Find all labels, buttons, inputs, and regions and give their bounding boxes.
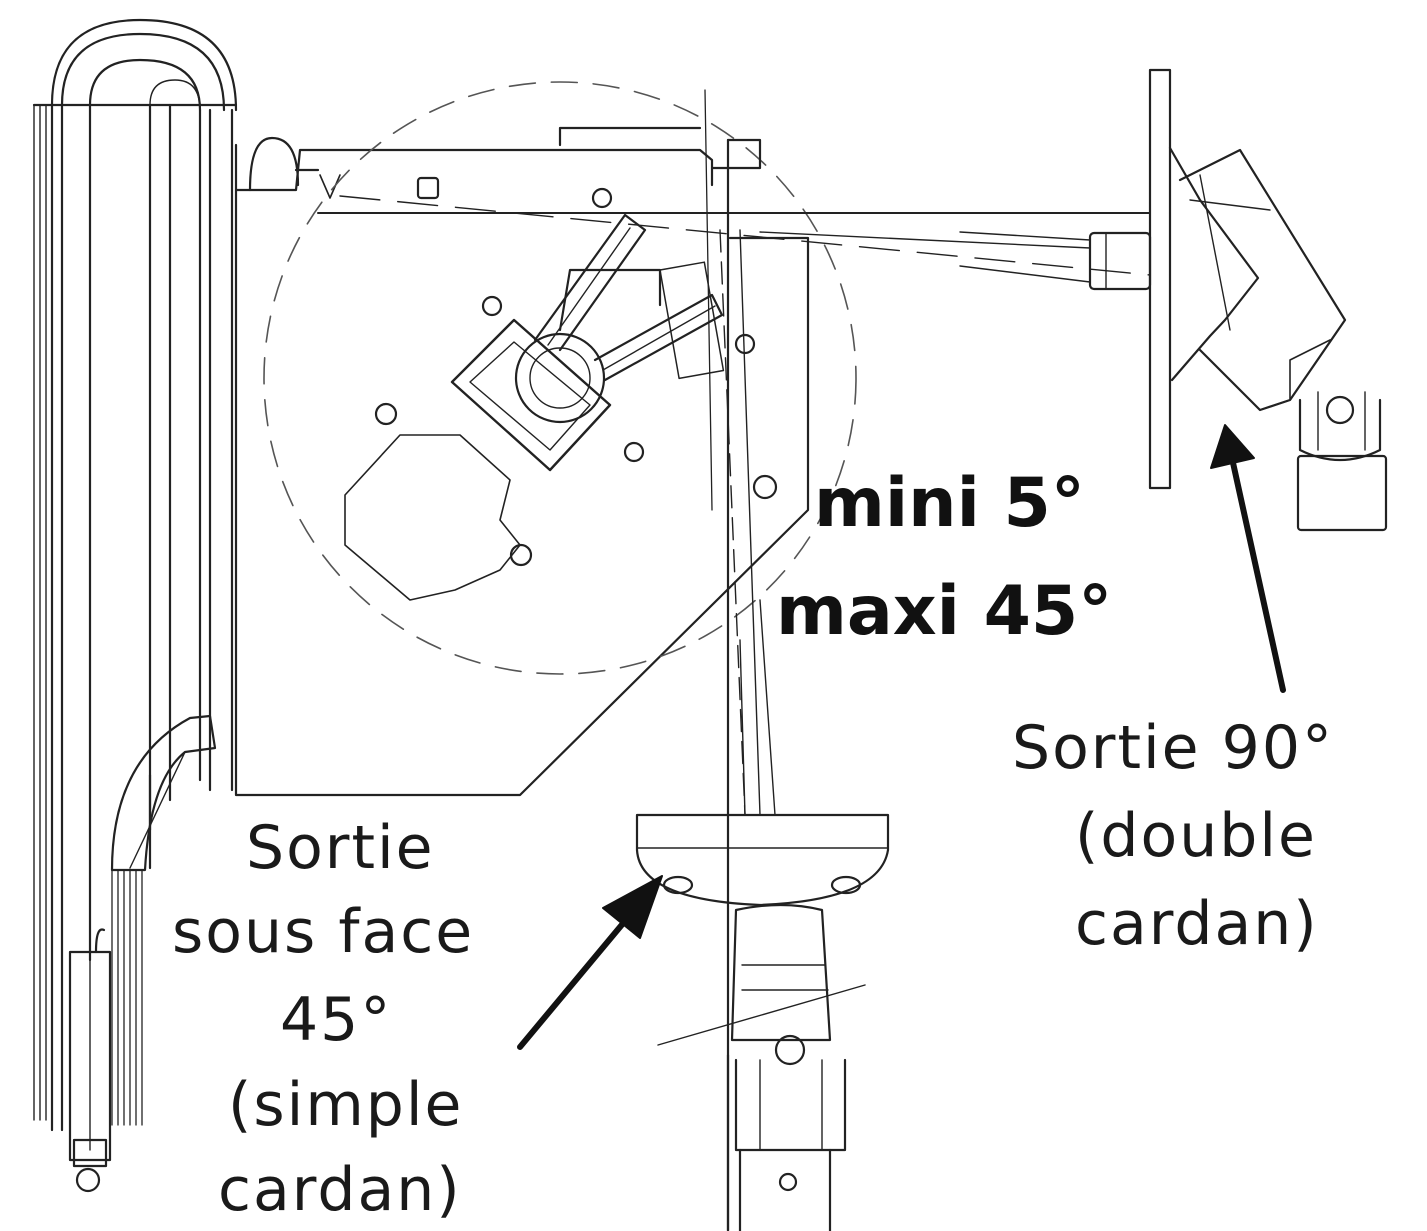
wall-bracket-right [1148,68,1388,532]
angle-max-label: maxi 45° [776,572,1113,651]
side-exit-line-3: cardan) [1075,889,1319,959]
angle-min-label: mini 5° [814,464,1085,543]
crank-handle [68,928,112,1193]
bottom-cardan [635,813,890,1231]
gear-head [344,187,778,601]
underside-exit-line-3: 45° [280,985,393,1055]
side-shaft [317,195,1152,291]
side-exit-line-1: Sortie 90° [1012,713,1334,783]
side-plate [234,126,810,797]
underside-exit-line-2: sous face [172,897,475,967]
underside-exit-line-1: Sortie [246,813,435,883]
arrow-side-exit [1210,424,1286,693]
hanger-plate [704,89,776,1231]
arrow-underside-exit [517,875,663,1050]
rotation-circle [263,81,857,675]
underside-exit-line-5: cardan) [218,1155,462,1225]
guide-rail [32,18,238,1132]
side-exit-line-2: (double [1075,801,1317,871]
underside-exit-line-4: (simple [228,1070,464,1140]
